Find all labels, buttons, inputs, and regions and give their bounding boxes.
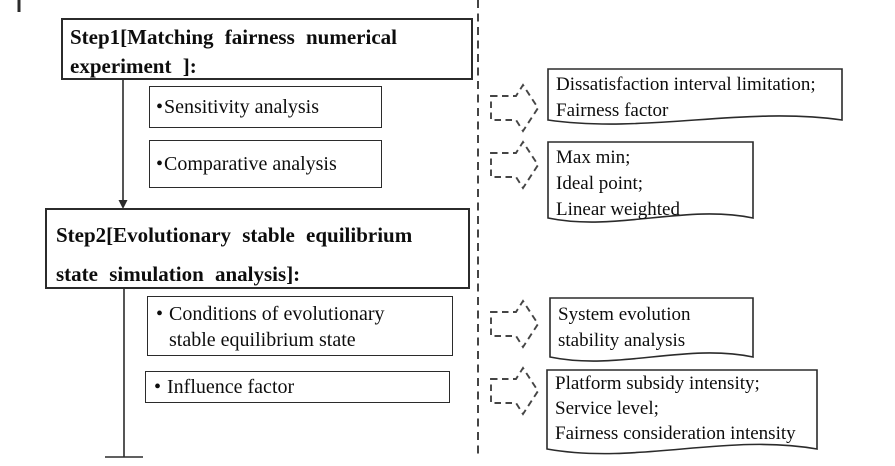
note-line: Ideal point; <box>556 173 644 194</box>
dashed-arrow-icon <box>490 83 540 133</box>
step1-header-box: Step1[Matching fairness numerical experi… <box>61 18 473 80</box>
step1-title-line: Step1[Matching fairness numerical <box>70 25 397 49</box>
step2-item-influence-factor: •Influence factor <box>145 371 450 403</box>
dashed-arrow-icon <box>490 140 540 190</box>
note-line: Platform subsidy intensity; <box>555 373 760 394</box>
note-line: Service level; <box>555 398 659 419</box>
note-line: Max min; <box>556 147 631 168</box>
note-line: Dissatisfaction interval limitation; <box>556 74 816 95</box>
note-line: System evolution <box>558 304 691 325</box>
dashed-arrow-icon <box>490 299 540 349</box>
arrowhead-down-icon <box>118 200 128 209</box>
bullet-icon: • <box>154 376 162 398</box>
step2-item-conditions: •Conditions of evolutionary stable equili… <box>147 296 453 356</box>
step2-header-box: Step2[Evolutionary stable equilibrium st… <box>45 208 470 289</box>
note-matching-fairness: Dissatisfaction interval limitation; Fai… <box>556 72 816 124</box>
document-shape <box>547 68 843 125</box>
document-shape <box>549 297 754 362</box>
note-line: Fairness factor <box>556 100 669 121</box>
bullet-icon: • <box>156 303 164 325</box>
note-line: Linear weighted <box>556 199 680 220</box>
item-label: stable equilibrium state <box>169 329 356 351</box>
item-label: Comparative analysis <box>164 153 337 175</box>
step2-title-line: state simulation analysis]: <box>56 262 301 286</box>
step1-item-comparative-analysis: •Comparative analysis <box>149 140 382 188</box>
note-influence-factors: Platform subsidy intensity; Service leve… <box>555 371 796 446</box>
note-line: stability analysis <box>558 330 686 351</box>
item-label: Influence factor <box>167 376 295 398</box>
document-shape <box>547 141 754 223</box>
bullet-icon: • <box>156 96 164 118</box>
dashed-arrow-icon <box>490 366 540 416</box>
item-label: Conditions of evolutionary <box>169 303 385 325</box>
item-label: Sensitivity analysis <box>164 96 320 118</box>
note-line: Fairness consideration intensity <box>555 423 796 444</box>
document-shape <box>546 369 818 455</box>
note-comparative-methods: Max min; Ideal point; Linear weighted <box>556 145 680 223</box>
step1-item-sensitivity-analysis: •Sensitivity analysis <box>149 86 382 128</box>
note-system-evolution: System evolution stability analysis <box>558 302 690 354</box>
step1-title-line: experiment ]: <box>70 54 197 78</box>
bullet-icon: • <box>156 153 164 175</box>
step2-title-line: Step2[Evolutionary stable equilibrium <box>56 223 413 247</box>
